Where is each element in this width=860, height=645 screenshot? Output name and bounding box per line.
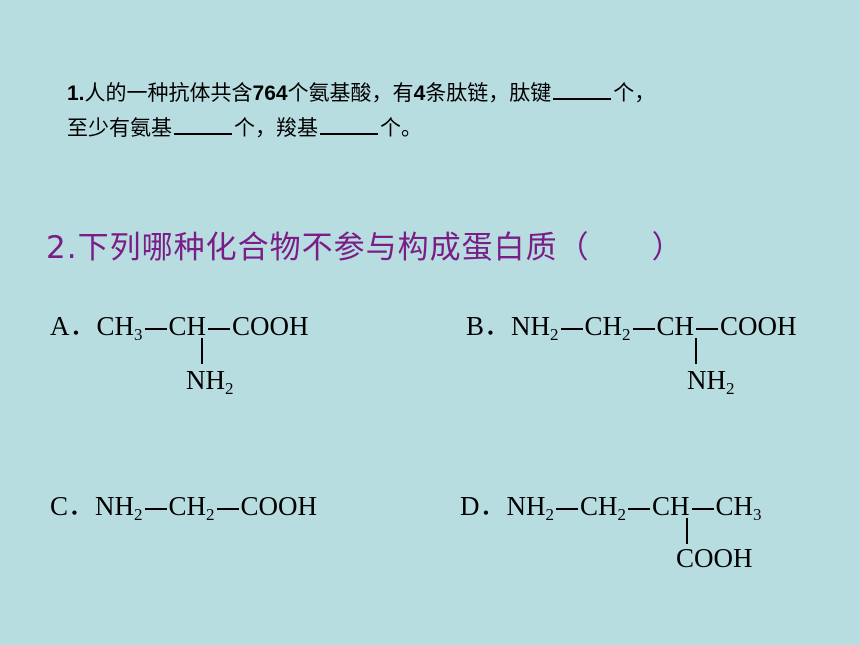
single-bond	[144, 327, 167, 330]
single-bond	[696, 327, 719, 330]
option-b-label: B．	[466, 311, 512, 341]
answer-blank-amino-groups[interactable]	[174, 115, 232, 135]
q1-number: 1.	[67, 82, 85, 105]
single-bond	[144, 507, 167, 510]
q1-number-4: 4	[413, 82, 426, 105]
subscript: 3	[753, 505, 762, 524]
group-cooh: COOH	[240, 491, 318, 521]
vertical-bond	[695, 338, 697, 364]
group-ch2: CH	[168, 491, 207, 521]
option-d-label: D．	[460, 491, 507, 521]
option-a-label: A．	[50, 311, 97, 341]
question-1: 1.人的一种抗体共含764个氨基酸，有4条肽链，肽键 个， 至少有氨基 个，羧基 个。	[67, 76, 857, 145]
subscript: 2	[545, 505, 555, 524]
q1-number-764: 764	[252, 82, 288, 105]
subscript: 2	[550, 325, 559, 344]
single-bond	[208, 327, 231, 330]
group-nh: NH	[687, 365, 726, 395]
q2-text: 2.下列哪种化合物不参与构成蛋白质（	[46, 230, 590, 266]
option-b-nh2: NH2	[687, 365, 735, 399]
group-nh: NH	[95, 491, 135, 521]
option-a-nh2: NH2	[186, 365, 234, 399]
subscript: 2	[206, 505, 215, 524]
answer-blank-peptide-bonds[interactable]	[553, 80, 612, 100]
group-ch: CH	[652, 491, 690, 521]
option-c-label: C．	[50, 491, 96, 521]
group-nh: NH	[506, 491, 546, 521]
group-ch2: CH	[580, 491, 618, 521]
question-2: 2.下列哪种化合物不参与构成蛋白质（ ）	[46, 222, 684, 267]
subscript: 2	[726, 379, 735, 398]
single-bond	[556, 507, 578, 510]
single-bond	[216, 507, 239, 510]
q1-text-4: 个，	[613, 81, 656, 105]
q1-text-2: 个氨基酸，有	[287, 81, 414, 105]
q1-text-6: 个，羧基	[234, 116, 318, 140]
group-ch: CH	[168, 311, 207, 341]
group-ch3: CH	[715, 491, 754, 521]
answer-blank-carboxyl-groups[interactable]	[320, 115, 378, 135]
group-ch: CH	[656, 311, 695, 341]
q1-text-1: 人的一种抗体共含	[84, 81, 253, 105]
subscript: 2	[617, 505, 627, 524]
group-nh: NH	[511, 311, 551, 341]
single-bond	[632, 327, 655, 330]
subscript: 2	[134, 505, 143, 524]
single-bond	[628, 507, 651, 510]
q1-text-7: 个。	[380, 116, 422, 140]
group-ch2: CH	[584, 311, 623, 341]
group-nh: NH	[186, 365, 225, 395]
subscript: 2	[622, 325, 631, 344]
vertical-bond	[686, 518, 688, 544]
q1-text-3: 条肽链，肽键	[425, 81, 552, 105]
single-bond	[560, 327, 583, 330]
group-cooh: COOH	[676, 543, 753, 573]
option-d-cooh: COOH	[676, 543, 753, 574]
group-cooh: COOH	[232, 311, 309, 341]
vertical-bond	[201, 338, 203, 364]
subscript: 3	[134, 325, 143, 344]
group-cooh: COOH	[720, 311, 797, 341]
subscript: 2	[225, 379, 234, 398]
q2-close-paren: ）	[651, 230, 684, 266]
q1-text-5: 至少有氨基	[67, 116, 172, 140]
group-ch3: CH	[96, 311, 135, 341]
single-bond	[691, 507, 714, 510]
